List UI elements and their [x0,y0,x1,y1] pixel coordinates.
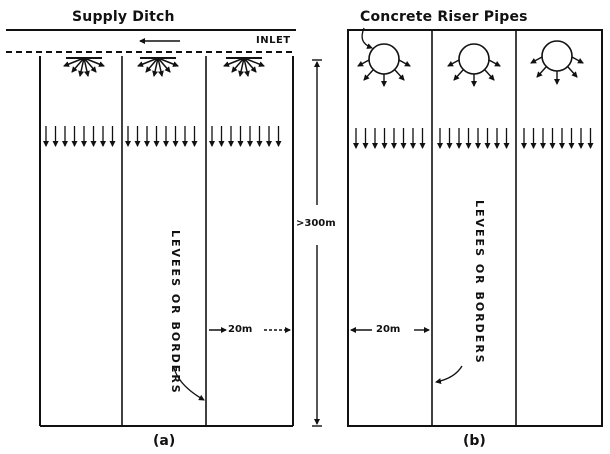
caption-a: (a) [153,433,176,449]
levee-pointer-a [173,367,205,401]
supply-ditch [6,29,296,53]
levee-label-a: LEVEES OR BORDERS [169,230,182,395]
field-b-outline [347,29,603,427]
riser-pipes-title: Concrete Riser Pipes [360,9,528,25]
inlet-label: INLET [256,35,291,46]
width-label-a: 20m [228,324,253,335]
field-a-outline [39,56,294,427]
levee-label-b: LEVEES OR BORDERS [473,200,486,365]
flow-arrows-a [43,126,282,147]
outlet-spray-icon [63,57,105,77]
flow-arrows-b [353,128,594,149]
riser-pointer [361,27,373,49]
levees-a [121,56,207,426]
levees-b [431,30,517,426]
riser-pipe-icon [447,43,501,87]
width-label-b: 20m [376,324,401,335]
caption-b: (b) [463,433,486,449]
riser-pipe-icon [530,40,584,85]
length-dimension [312,59,322,427]
outlet-spray-icon [137,57,179,77]
supply-ditch-title: Supply Ditch [72,9,175,25]
length-label: >300m [296,218,336,229]
levee-pointer-b [435,365,463,384]
outlet-spray-icon [223,57,265,77]
riser-pipe-icon [357,43,411,87]
